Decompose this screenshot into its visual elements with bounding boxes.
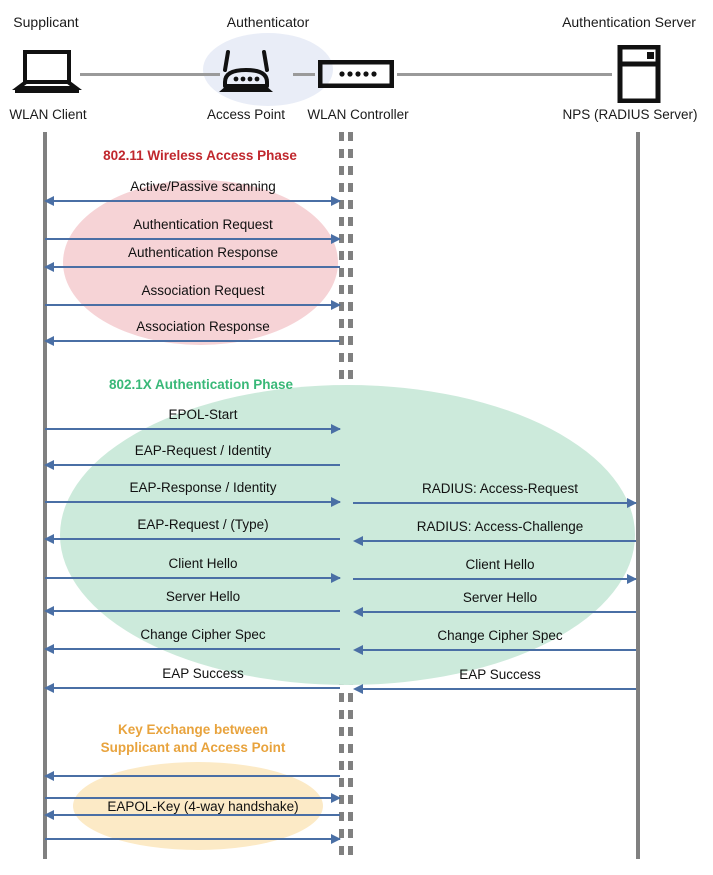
arrow-head-right-icon xyxy=(331,424,341,434)
lifeline-authentication-server xyxy=(636,132,640,859)
arrow-head-right-icon xyxy=(627,574,637,584)
arrow-line xyxy=(45,838,340,840)
arrow-line xyxy=(45,238,340,240)
arrow-head-right-icon xyxy=(331,196,341,206)
arrow-head-right-icon xyxy=(331,497,341,507)
arrow-head-left-icon xyxy=(44,336,54,346)
arrow-line xyxy=(361,649,636,651)
actor-name-nps-radius-server: NPS (RADIUS Server) xyxy=(562,107,698,122)
connector-ap-to-controller xyxy=(293,73,315,76)
laptop-icon xyxy=(12,50,82,101)
arrow-head-left-icon xyxy=(44,810,54,820)
arrow-head-left-icon xyxy=(44,606,54,616)
message-label: Server Hello xyxy=(462,590,538,605)
message-label: Server Hello xyxy=(165,589,241,604)
arrow-line xyxy=(361,688,636,690)
actor-name-access-point: Access Point xyxy=(206,107,286,122)
message-label: Association Response xyxy=(136,319,270,334)
wlan-controller-icon xyxy=(317,59,395,93)
message-label: EAP-Request / Identity xyxy=(134,443,272,458)
arrow-line xyxy=(52,464,340,466)
actor-name-wlan-controller: WLAN Controller xyxy=(307,107,409,122)
phase-title-wireless-access: 802.11 Wireless Access Phase xyxy=(103,148,297,163)
phase-title-key-exchange-line1: Key Exchange between xyxy=(117,722,269,737)
arrow-head-left-icon xyxy=(44,460,54,470)
message-label: EPOL-Start xyxy=(168,407,238,422)
message-label: Client Hello xyxy=(465,557,535,572)
phase-title-dot1x-authentication: 802.1X Authentication Phase xyxy=(108,377,294,392)
arrow-line xyxy=(45,577,340,579)
message-label: Authentication Response xyxy=(127,245,279,260)
arrow-line xyxy=(45,797,340,799)
server-icon xyxy=(617,44,661,108)
arrow-line xyxy=(353,578,636,580)
arrow-line xyxy=(52,340,340,342)
arrow-head-right-icon xyxy=(331,234,341,244)
message-label: Change Cipher Spec xyxy=(140,627,266,642)
arrow-line xyxy=(45,501,340,503)
arrow-head-left-icon xyxy=(44,771,54,781)
actor-name-wlan-client: WLAN Client xyxy=(9,107,87,122)
arrow-head-left-icon xyxy=(353,645,363,655)
actor-role-authenticator: Authenticator xyxy=(226,14,310,30)
message-label: EAPOL-Key (4-way handshake) xyxy=(107,799,299,814)
arrow-line xyxy=(52,648,340,650)
lifeline-supplicant xyxy=(43,132,47,859)
arrow-line xyxy=(45,428,340,430)
arrow-head-right-icon xyxy=(331,834,341,844)
connector-client-to-ap xyxy=(80,73,220,76)
message-label: RADIUS: Access-Request xyxy=(421,481,579,496)
arrow-line xyxy=(52,610,340,612)
arrow-line xyxy=(52,687,340,689)
wireless-access-point-icon xyxy=(215,48,277,101)
message-label: Association Request xyxy=(141,283,265,298)
arrow-line xyxy=(52,200,340,202)
phase-ellipse-dot1x-authentication xyxy=(60,385,635,685)
arrow-head-left-icon xyxy=(44,196,54,206)
message-label: Change Cipher Spec xyxy=(437,628,563,643)
arrow-line xyxy=(52,266,340,268)
message-label: Client Hello xyxy=(168,556,238,571)
arrow-line xyxy=(353,502,636,504)
arrow-head-left-icon xyxy=(44,262,54,272)
arrow-head-right-icon xyxy=(331,573,341,583)
connector-controller-to-server xyxy=(397,73,612,76)
arrow-head-left-icon xyxy=(353,536,363,546)
arrow-line xyxy=(52,538,340,540)
arrow-head-left-icon xyxy=(44,683,54,693)
arrow-head-left-icon xyxy=(353,684,363,694)
message-label: RADIUS: Access-Challenge xyxy=(416,519,584,534)
actor-role-supplicant: Supplicant xyxy=(13,14,79,30)
arrow-line xyxy=(52,814,340,816)
arrow-line xyxy=(361,611,636,613)
arrow-head-left-icon xyxy=(44,534,54,544)
message-label: EAP-Response / Identity xyxy=(129,480,277,495)
message-label: Authentication Request xyxy=(133,217,273,232)
phase-title-key-exchange-line2: Supplicant and Access Point xyxy=(100,740,286,755)
arrow-line xyxy=(45,304,340,306)
phase-ellipse-wireless-access xyxy=(63,180,338,345)
message-label: EAP Success xyxy=(162,666,244,681)
actor-role-authentication-server: Authentication Server xyxy=(562,14,696,30)
arrow-head-right-icon xyxy=(331,300,341,310)
arrow-line xyxy=(52,775,340,777)
arrow-head-left-icon xyxy=(353,607,363,617)
arrow-line xyxy=(361,540,636,542)
arrow-head-right-icon xyxy=(627,498,637,508)
message-label: Active/Passive scanning xyxy=(130,179,276,194)
arrow-head-right-icon xyxy=(331,793,341,803)
message-label: EAP Success xyxy=(459,667,541,682)
message-label: EAP-Request / (Type) xyxy=(137,517,269,532)
arrow-head-left-icon xyxy=(44,644,54,654)
